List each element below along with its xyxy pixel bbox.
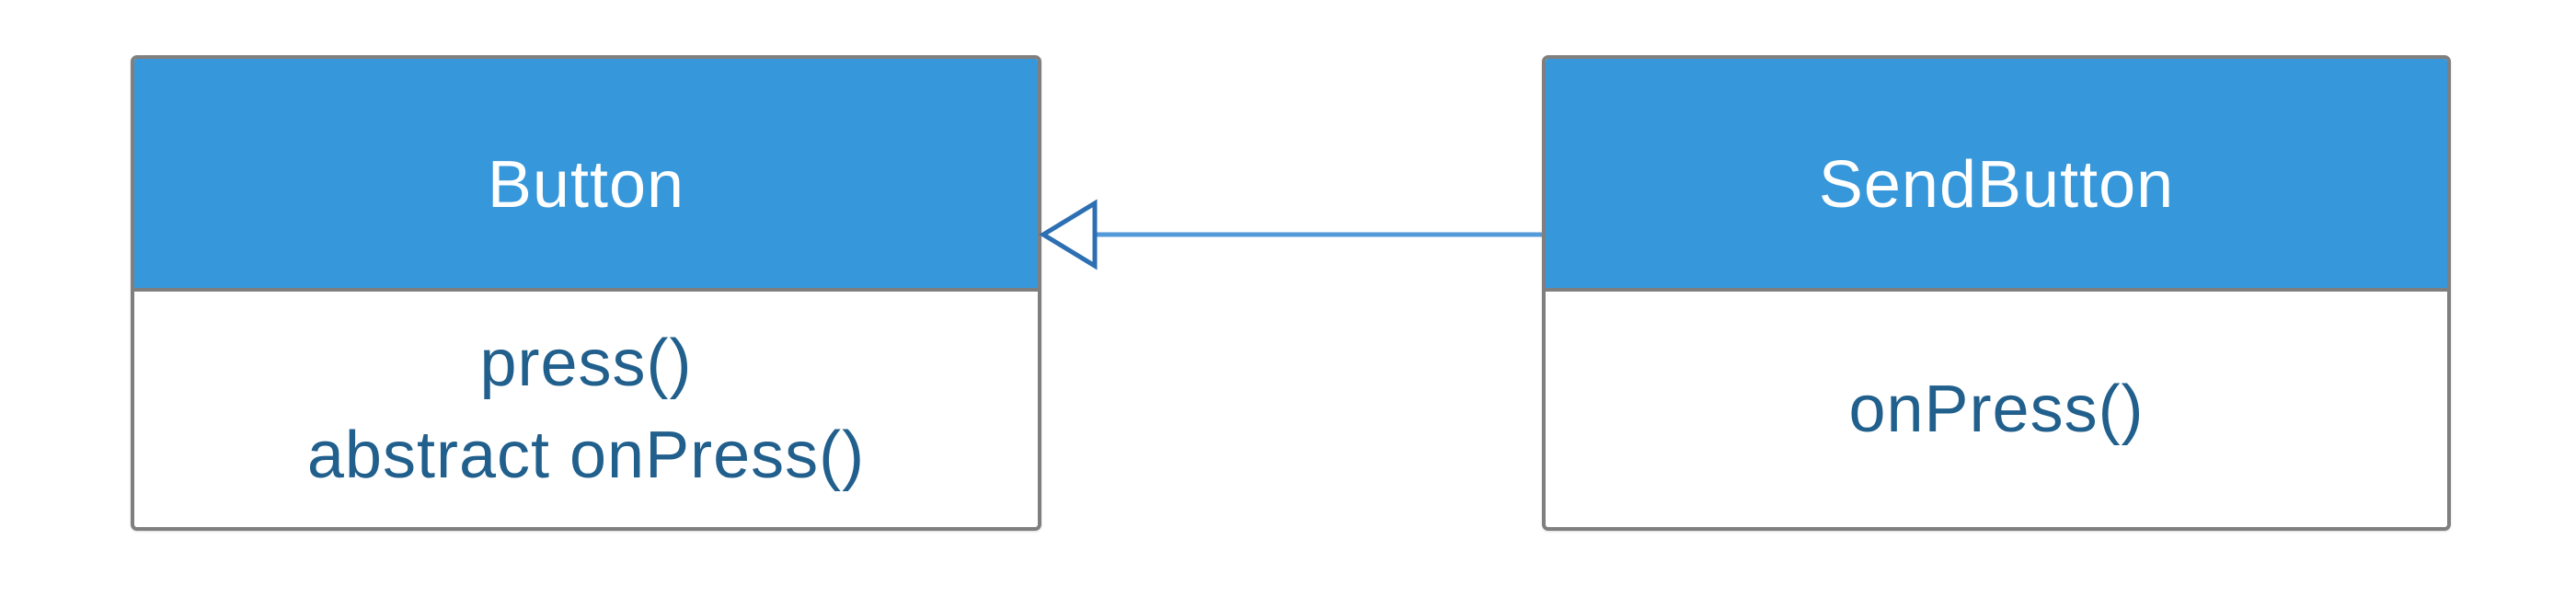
class-box-sendbutton: SendButton onPress() bbox=[1542, 55, 2451, 531]
hollow-triangle-arrowhead-icon bbox=[1039, 199, 1098, 270]
class-box-button: Button press() abstract onPress() bbox=[131, 55, 1041, 531]
class-name-button: Button bbox=[487, 147, 685, 222]
class-body-button: press() abstract onPress() bbox=[134, 292, 1038, 527]
class-header-button: Button bbox=[134, 59, 1038, 292]
class-member-abstract-onpress: abstract onPress() bbox=[306, 419, 866, 492]
class-member-press: press() bbox=[479, 327, 693, 400]
class-header-sendbutton: SendButton bbox=[1546, 59, 2447, 292]
class-body-sendbutton: onPress() bbox=[1546, 292, 2447, 527]
class-name-sendbutton: SendButton bbox=[1818, 147, 2175, 222]
class-member-onpress: onPress() bbox=[1848, 373, 2145, 446]
